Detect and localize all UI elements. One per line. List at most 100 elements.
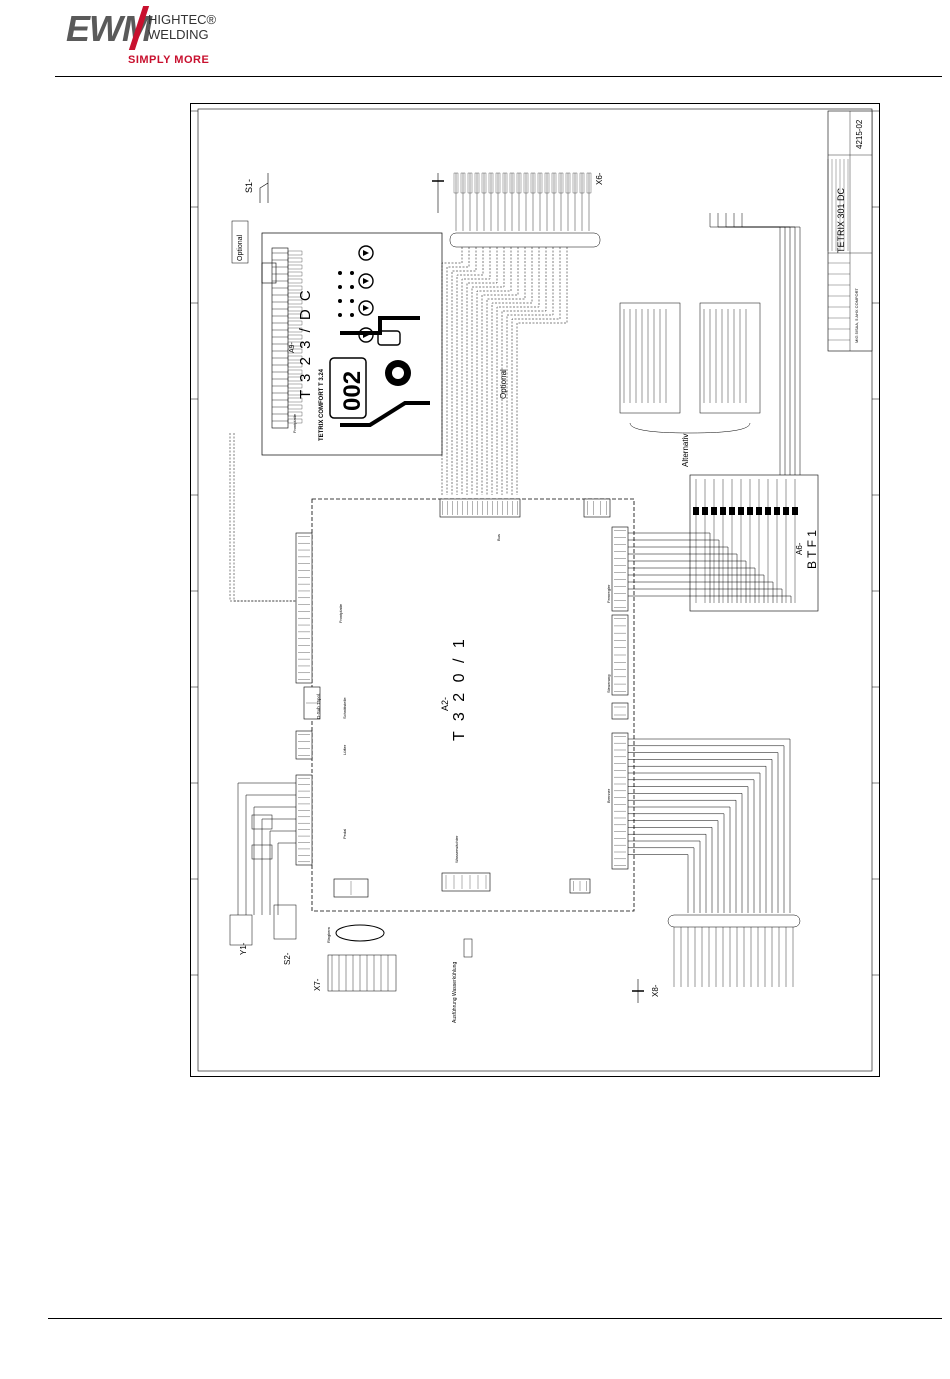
a9-led bbox=[350, 313, 354, 317]
s2-label: S2- bbox=[283, 952, 292, 965]
alternativ-label: Alternativ bbox=[681, 434, 690, 467]
torch-wire bbox=[628, 820, 719, 913]
luefter-label: Lüfter bbox=[342, 744, 347, 755]
a6-component bbox=[738, 507, 744, 515]
dashed-wire bbox=[496, 247, 540, 495]
fernregler-wire bbox=[628, 567, 756, 603]
a9-frontplatte: Frontplatte bbox=[292, 413, 297, 433]
a9-button-arrow bbox=[363, 250, 369, 256]
x6-pin-label bbox=[467, 172, 473, 194]
optional-relays: Optional Alternativ bbox=[499, 302, 761, 467]
dashed-wire bbox=[466, 247, 498, 495]
a9-pin-label bbox=[287, 292, 303, 298]
dashed-wire bbox=[456, 247, 484, 495]
pedal-wire bbox=[253, 806, 296, 915]
pedal-wire bbox=[245, 794, 296, 915]
a9-button-arrow bbox=[363, 305, 369, 311]
wiring-diagram: TETRIX 301 DC MIG 5/SAA, 5 AHX COMFORT 4… bbox=[190, 103, 880, 1077]
fernregler-wire bbox=[628, 539, 720, 603]
x6-pin-label bbox=[530, 172, 536, 194]
torch-wire bbox=[628, 752, 779, 913]
torch-wire bbox=[628, 793, 743, 913]
x6-pin-label bbox=[579, 172, 585, 194]
x7-s2-y1: X7- Ringkern S2- Y1- Ausführung Wasserkü… bbox=[229, 814, 473, 1023]
sub-d-label: D-Sub 15pol. bbox=[316, 693, 321, 719]
fernregler-wire bbox=[628, 553, 738, 603]
a6-label: A6- bbox=[795, 542, 804, 555]
a9-pin-label bbox=[287, 299, 303, 305]
dashed-wire bbox=[491, 247, 533, 495]
x8-connector: X8- bbox=[632, 914, 801, 1003]
fernregler-wire bbox=[628, 588, 783, 603]
relay-wire bbox=[725, 213, 791, 475]
a6-component bbox=[774, 507, 780, 515]
a9-name: T 3 2 3 / D C bbox=[297, 288, 314, 399]
dashed-wire bbox=[229, 433, 308, 602]
relay-wire bbox=[733, 213, 796, 475]
a9-display: 002 bbox=[339, 371, 366, 411]
a6-component bbox=[720, 507, 726, 515]
dashed-wire bbox=[451, 247, 477, 495]
logo-hightec: HIGHTEC® WELDING bbox=[148, 12, 216, 42]
torch-wire bbox=[628, 854, 689, 913]
a9-pin-label bbox=[287, 404, 303, 410]
x6-pin-label bbox=[460, 172, 466, 194]
a6-component bbox=[783, 507, 789, 515]
dashed-wire bbox=[501, 247, 547, 495]
pedal-wire bbox=[269, 830, 296, 915]
torch-wire bbox=[628, 765, 767, 913]
frontplatte-a2: Frontplatte bbox=[338, 603, 343, 623]
a9-pin-label bbox=[287, 257, 303, 263]
torch-wire bbox=[628, 833, 707, 913]
ausfuehrung-label: Ausführung Wasserkühlung bbox=[452, 962, 458, 1023]
a9-led bbox=[338, 313, 342, 317]
ewm-logo: EWM HIGHTEC® WELDING SIMPLY MORE bbox=[66, 6, 226, 70]
a2-connector bbox=[611, 732, 629, 870]
x6-pin-label bbox=[558, 172, 564, 194]
a9-display-brand: TETRIX COMFORT T 3.24 bbox=[319, 368, 325, 441]
torch-wire bbox=[628, 779, 755, 913]
a6-component bbox=[702, 507, 708, 515]
x6-label: X6- bbox=[595, 172, 604, 185]
a9-led bbox=[338, 299, 342, 303]
x6-pin-label bbox=[488, 172, 494, 194]
a9-led bbox=[350, 271, 354, 275]
a6-component bbox=[765, 507, 771, 515]
a9-pin-label bbox=[287, 411, 303, 417]
diagram-inner-frame bbox=[197, 108, 873, 1072]
steuerung-label: Steuerung bbox=[606, 675, 611, 693]
pedal-wire bbox=[277, 842, 296, 915]
wasser-label: Wasserwächter bbox=[454, 835, 459, 863]
a6-component bbox=[756, 507, 762, 515]
dashed-wire bbox=[481, 247, 519, 495]
a2-label: A2- bbox=[440, 697, 450, 711]
y1-label: Y1- bbox=[239, 942, 248, 955]
a9-button-arrow bbox=[363, 278, 369, 284]
a9-pin-label bbox=[287, 362, 303, 368]
title-drawing-number: 4215-02 bbox=[855, 119, 864, 149]
a9-button bbox=[358, 245, 374, 261]
torch-wire bbox=[628, 827, 713, 913]
x6-pin-label bbox=[586, 172, 592, 194]
logo-line2: WELDING bbox=[148, 27, 209, 42]
fernregler-label: Fernregler bbox=[606, 584, 611, 603]
a2-connector bbox=[583, 498, 611, 518]
a9-pin-label bbox=[287, 313, 303, 319]
a9-led bbox=[350, 285, 354, 289]
optional-label-2: Optional bbox=[499, 369, 508, 399]
dashed-wire bbox=[233, 433, 308, 602]
torch-wire bbox=[628, 813, 725, 913]
dashed-wire bbox=[516, 247, 568, 495]
x6-pin-label bbox=[551, 172, 557, 194]
pedal-wire bbox=[261, 818, 296, 915]
dashed-wire bbox=[446, 247, 470, 495]
fernregler-wire bbox=[628, 581, 774, 603]
x6-connector: X6- bbox=[432, 172, 604, 248]
a9-pin-label bbox=[287, 397, 303, 403]
torch-wire bbox=[628, 759, 773, 913]
bus-label: Bus bbox=[496, 534, 501, 541]
a6-component bbox=[711, 507, 717, 515]
x6-pin-label bbox=[495, 172, 501, 194]
x6-pin-label bbox=[509, 172, 515, 194]
pedal-label: Pedal bbox=[342, 829, 347, 839]
